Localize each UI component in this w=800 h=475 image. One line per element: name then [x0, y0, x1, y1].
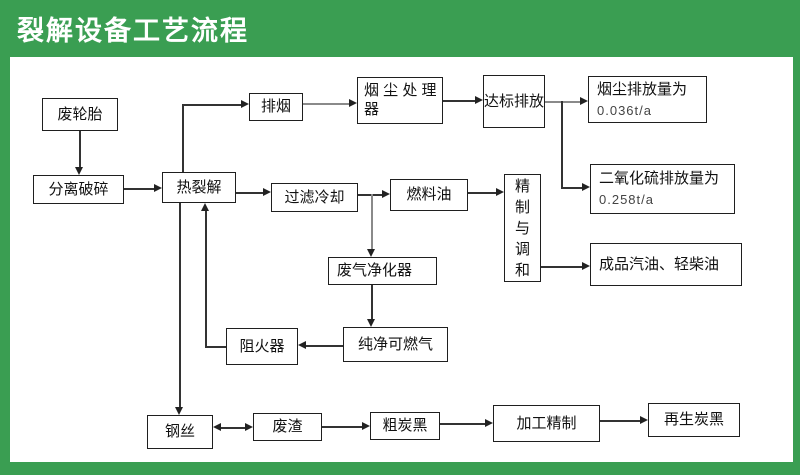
flow-line — [468, 192, 497, 194]
flow-line — [205, 346, 226, 348]
node-separate-crush: 分离破碎 — [33, 175, 124, 204]
node-label: 加工精制 — [516, 414, 577, 432]
flow-arrowhead-right — [241, 99, 249, 108]
node-exhaust: 排烟 — [249, 93, 303, 121]
node-label: 纯净可燃气 — [357, 335, 433, 353]
flow-arrowhead-right — [382, 189, 390, 198]
flow-line — [205, 211, 207, 346]
flow-line — [443, 100, 476, 102]
node-pyrolysis: 热裂解 — [162, 172, 236, 203]
flow-arrowhead-right — [582, 182, 590, 191]
node-steel-wire: 钢丝 — [147, 415, 213, 449]
node-label: 烟 尘 处 理 器 — [364, 82, 437, 118]
flow-line — [561, 187, 582, 189]
node-refine-blend: 精制与调和 — [504, 174, 541, 282]
flow-line — [541, 266, 583, 268]
flow-line — [371, 194, 373, 250]
flow-arrowhead-left — [298, 340, 306, 349]
node-processing: 加工精制 — [493, 405, 600, 442]
flow-line — [322, 426, 362, 428]
node-standard-discharge: 达标排放 — [483, 75, 545, 128]
node-gas-purifier: 废气净化器 — [328, 257, 437, 285]
node-label: 过滤冷却 — [284, 188, 345, 206]
node-label: 热裂解 — [176, 178, 222, 196]
node-label: 废气净化器 — [337, 262, 413, 279]
flow-arrowhead-right — [640, 415, 648, 424]
page-title: 裂解设备工艺流程 — [17, 16, 249, 46]
node-label: 阻火器 — [239, 337, 285, 355]
flow-line — [182, 104, 242, 106]
flow-arrowhead-right — [245, 422, 253, 431]
node-label: 达标排放 — [484, 92, 545, 110]
node-fuel-oil: 燃料油 — [390, 179, 468, 211]
flow-line — [371, 285, 373, 320]
node-label: 分离破碎 — [48, 180, 109, 198]
node-dust-processor: 烟 尘 处 理 器 — [357, 77, 443, 124]
flow-line — [358, 194, 383, 196]
flow-line — [561, 101, 563, 187]
flow-arrowhead-down — [74, 167, 83, 175]
flow-arrowhead-right — [580, 96, 588, 105]
node-flame-arrester: 阻火器 — [226, 328, 298, 365]
node-label: 废渣 — [272, 418, 303, 435]
node-filter-cooling: 过滤冷却 — [271, 183, 358, 212]
node-label: 精制与调和 — [514, 177, 530, 279]
flow-line — [545, 101, 581, 103]
flow-arrowhead-down — [174, 407, 183, 415]
node-pure-gas: 纯净可燃气 — [343, 327, 448, 362]
header-bar: 裂解设备工艺流程 — [0, 0, 800, 57]
flow-arrowhead-left — [213, 422, 221, 431]
flow-line — [440, 423, 485, 425]
flow-line — [600, 420, 640, 422]
flow-arrowhead-right — [362, 421, 370, 430]
node-finished-oil: 成品汽油、轻柴油 — [590, 243, 742, 286]
node-value: 0.036t/a — [597, 102, 652, 118]
node-waste-tire: 废轮胎 — [42, 98, 118, 131]
flow-arrowhead-down — [366, 249, 375, 257]
flow-line — [303, 103, 350, 105]
node-label: 成品汽油、轻柴油 — [599, 255, 720, 273]
flow-arrowhead-right — [263, 187, 271, 196]
node-label: 粗炭黑 — [382, 417, 428, 434]
flow-arrowhead-right — [485, 418, 493, 427]
node-label: 钢丝 — [164, 423, 195, 440]
flow-arrowhead-down — [366, 319, 375, 327]
flow-line — [124, 188, 155, 190]
flow-line — [79, 131, 81, 169]
node-waste-residue: 废渣 — [253, 413, 322, 441]
node-label: 烟尘排放量为 — [597, 80, 688, 98]
flow-arrowhead-up — [200, 203, 209, 211]
node-label: 燃料油 — [406, 186, 452, 203]
flow-line — [220, 427, 246, 429]
flow-arrowhead-right — [349, 98, 357, 107]
flow-line — [182, 104, 184, 172]
flow-line — [179, 203, 181, 408]
node-label: 废轮胎 — [57, 105, 103, 123]
flow-line — [236, 192, 264, 194]
node-dust-emission: 烟尘排放量为 0.036t/a — [588, 76, 707, 123]
flow-line — [306, 345, 343, 347]
flow-arrowhead-right — [582, 261, 590, 270]
node-so2-emission: 二氧化硫排放量为 0.258t/a — [590, 164, 735, 214]
node-crude-carbon: 粗炭黑 — [370, 412, 440, 440]
flow-arrowhead-right — [154, 183, 162, 192]
node-regen-carbon: 再生炭黑 — [648, 403, 740, 437]
node-label: 再生炭黑 — [663, 411, 724, 428]
node-value: 0.258t/a — [599, 192, 654, 207]
node-label: 二氧化硫排放量为 — [599, 170, 720, 187]
node-label: 排烟 — [260, 98, 291, 115]
flow-arrowhead-right — [496, 187, 504, 196]
flow-arrowhead-right — [475, 95, 483, 104]
